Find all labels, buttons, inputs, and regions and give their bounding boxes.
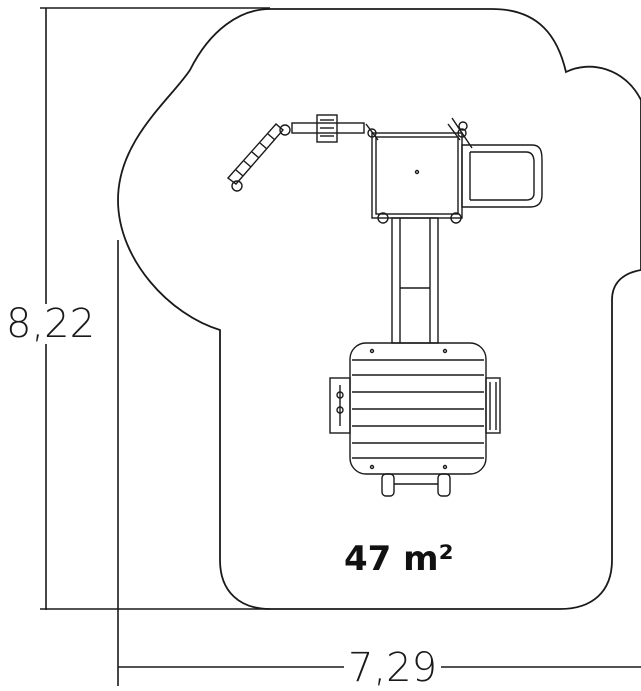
left-panel (329, 377, 351, 434)
side-canopy-unit (451, 117, 543, 208)
safety-zone-outline (117, 8, 641, 610)
play-equipment (226, 114, 543, 497)
area-label: 47 m² (344, 539, 454, 579)
dimension-lines (40, 7, 641, 686)
balance-bridge (291, 114, 365, 143)
tower-platform (365, 123, 467, 224)
lower-platform (349, 342, 487, 475)
right-panel (485, 377, 501, 434)
height-dimension-label: 8,22 (6, 301, 96, 347)
width-dimension-label: 7,29 (344, 648, 442, 688)
climbing-ladder (226, 123, 291, 192)
entry-steps (381, 473, 451, 497)
connecting-walkway (391, 217, 439, 344)
